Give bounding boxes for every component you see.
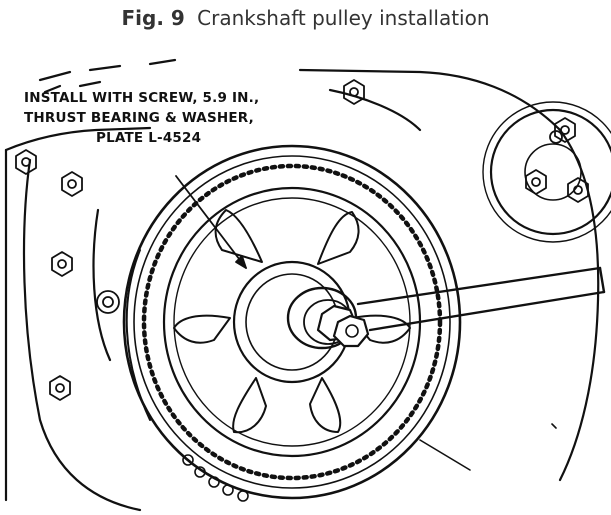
bolt-head	[567, 177, 589, 203]
bolt-head	[51, 251, 73, 277]
installer-tool	[286, 286, 370, 350]
callout-leader-line	[175, 175, 247, 269]
callout-line-1: INSTALL WITH SCREW, 5.9 IN.,	[24, 90, 260, 106]
installation-callout: INSTALL WITH SCREW, 5.9 IN., THRUST BEAR…	[24, 88, 314, 148]
figure-caption: Fig. 9 Crankshaft pulley installation	[0, 6, 611, 32]
engine-block-outline	[4, 58, 600, 512]
bolt-head	[549, 130, 563, 144]
callout-line-2: THRUST BEARING & WASHER,	[24, 110, 254, 126]
flange-bolt-holes	[182, 454, 249, 502]
bolt-head	[525, 169, 547, 195]
bolt-head	[49, 375, 71, 401]
bolt-head	[96, 290, 120, 314]
bolt-heads	[15, 79, 589, 401]
bolt-head	[15, 149, 37, 175]
crankshaft-pulley-illustration	[4, 58, 611, 512]
crankshaft-pulley	[122, 144, 462, 500]
figure-number: Fig. 9	[121, 6, 185, 30]
pulley-spokes	[173, 209, 411, 434]
figure-title: Crankshaft pulley installation	[197, 6, 490, 30]
bolt-head	[554, 117, 576, 143]
wrench-handle	[356, 266, 606, 332]
bolt-head	[343, 79, 365, 105]
callout-line-3: PLATE L-4524	[96, 130, 202, 146]
decorative-marks	[419, 423, 557, 471]
bolt-head	[61, 171, 83, 197]
water-pump-pulley	[482, 101, 611, 243]
